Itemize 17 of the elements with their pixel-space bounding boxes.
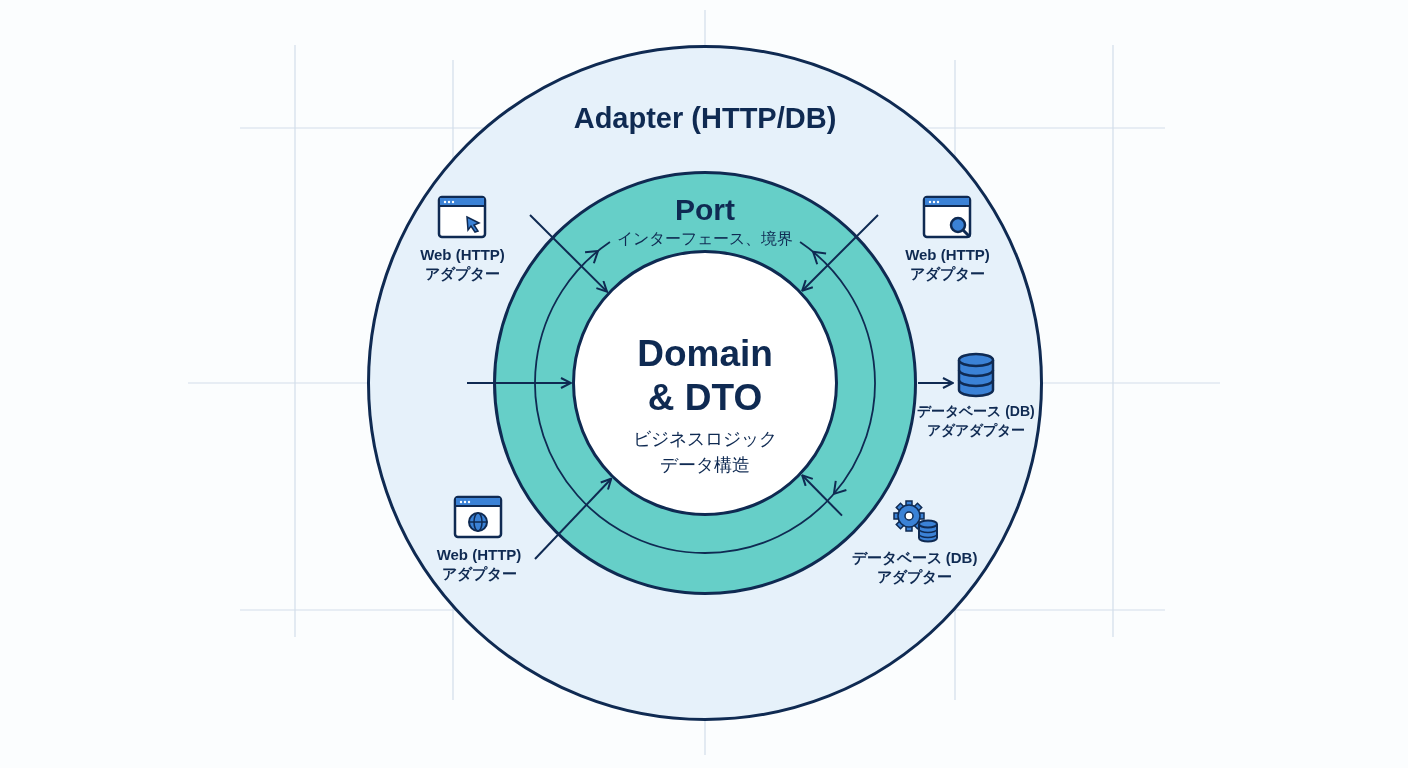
- arrow: [466, 377, 572, 389]
- layer-description: ビジネスロジック: [633, 428, 777, 451]
- adapter-label: データベース (DB) アダプター: [850, 548, 979, 586]
- arrow: [801, 214, 879, 292]
- layer-description: データ構造: [660, 454, 750, 477]
- arrow: [529, 214, 608, 293]
- layer-title: Port: [675, 192, 735, 228]
- arrow: [534, 477, 613, 560]
- layer-title: Domain & DTO: [636, 332, 774, 420]
- adapter-label: Web (HTTP) アダプター: [419, 245, 506, 283]
- layer-title: Adapter (HTTP/DB): [573, 101, 837, 136]
- adapter-label: Web (HTTP) アダプター: [435, 545, 523, 583]
- adapter-label: Web (HTTP) アダプター: [904, 245, 991, 283]
- adapter-label: データベース (DB) アダアダプター: [916, 402, 1036, 440]
- arrow: [917, 377, 954, 389]
- layer-subtitle: インターフェース、境界: [617, 229, 793, 249]
- arrow: [801, 474, 843, 517]
